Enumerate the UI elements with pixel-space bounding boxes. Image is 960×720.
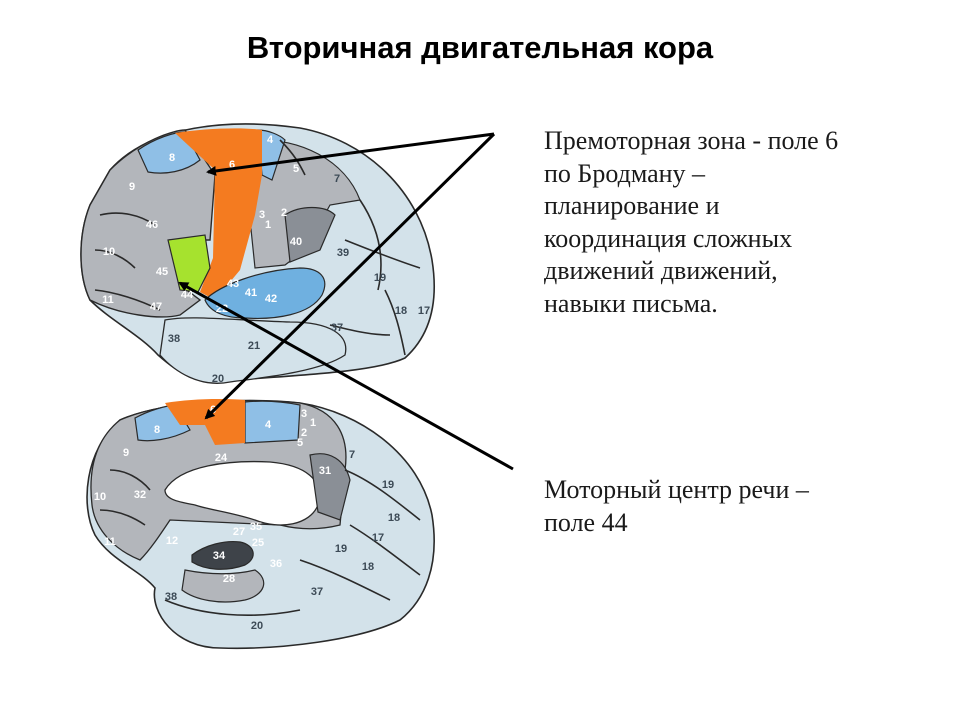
area-label: 2 bbox=[281, 207, 287, 219]
area-label: 8 bbox=[154, 424, 160, 436]
lateral-sulcus-line bbox=[344, 239, 421, 269]
lateral-brain-view: 8 4 9 6 5 7 3 1 2 46 40 39 10 43 41 42 4… bbox=[80, 123, 435, 385]
area-label: 20 bbox=[212, 373, 224, 385]
area-label: 9 bbox=[129, 181, 135, 193]
area-label: 36 bbox=[270, 558, 282, 570]
medial-area-34 bbox=[191, 540, 254, 570]
area-label: 3 bbox=[301, 408, 307, 420]
area-label: 7 bbox=[334, 173, 340, 185]
medial-area-28 bbox=[181, 569, 265, 603]
area-label: 37 bbox=[331, 322, 343, 334]
area-label: 19 bbox=[374, 272, 386, 284]
area-label: 27 bbox=[233, 526, 245, 538]
area-label: 1 bbox=[265, 219, 271, 231]
area-label: 18 bbox=[395, 305, 407, 317]
arrow-speech-center bbox=[178, 281, 514, 471]
area-label: 21 bbox=[248, 340, 260, 352]
area-label: 19 bbox=[335, 543, 347, 555]
lateral-sulcus-line bbox=[359, 199, 382, 291]
slide-title: Вторичная двигательная кора bbox=[246, 30, 714, 65]
area-label: 4 bbox=[265, 419, 272, 431]
area-label: 8 bbox=[169, 152, 175, 164]
lateral-area-4 bbox=[257, 129, 286, 181]
corpus-callosum bbox=[164, 460, 320, 526]
area-label: 37 bbox=[311, 586, 323, 598]
area-label: 39 bbox=[337, 247, 349, 259]
area-label: 10 bbox=[94, 491, 106, 503]
area-label: 6 bbox=[229, 159, 235, 171]
area-label: 41 bbox=[245, 287, 257, 299]
area-label: 35 bbox=[250, 521, 262, 533]
area-label: 18 bbox=[388, 512, 400, 524]
lateral-temporal-region bbox=[159, 317, 347, 384]
area-label: 18 bbox=[362, 561, 374, 573]
area-label: 23 bbox=[286, 471, 298, 483]
lateral-area-40 bbox=[284, 206, 336, 263]
arrow-premotor-lateral bbox=[206, 132, 495, 176]
lateral-area-41-42 bbox=[204, 267, 326, 319]
area-label: 44 bbox=[181, 289, 194, 301]
lateral-area-8 bbox=[137, 131, 201, 174]
lateral-sulcus-line bbox=[329, 324, 391, 336]
area-label: 24 bbox=[215, 452, 228, 464]
lateral-sulcus-line bbox=[94, 249, 136, 269]
area-label: 11 bbox=[102, 294, 114, 306]
medial-brain-view: 6 8 4 3 1 2 5 9 24 23 31 7 10 32 33 26 1… bbox=[86, 399, 435, 650]
area-label: 17 bbox=[372, 532, 384, 544]
area-label: 5 bbox=[297, 437, 303, 449]
premotor-description: Премоторная зона - поле 6 по Бродману – … bbox=[544, 126, 839, 318]
area-label: 33 bbox=[199, 488, 211, 500]
area-label: 10 bbox=[103, 246, 115, 258]
lateral-sulcus-line bbox=[94, 289, 161, 311]
lateral-frontal-region bbox=[80, 129, 216, 318]
medial-sulcus-line bbox=[109, 469, 151, 491]
area-label: 31 bbox=[319, 465, 331, 477]
area-label: 40 bbox=[290, 236, 302, 248]
medial-sulcus-line bbox=[344, 469, 421, 521]
area-label: 3 bbox=[259, 209, 265, 221]
speech-center-description: Моторный центр речи – поле 44 bbox=[544, 475, 809, 537]
medial-sulcus-line bbox=[99, 509, 146, 526]
area-label: 11 bbox=[104, 536, 116, 548]
lateral-sulcus-line bbox=[99, 212, 156, 226]
area-label: 1 bbox=[310, 417, 316, 429]
premotor-area-6-medial bbox=[165, 399, 245, 445]
medial-sulcus-line bbox=[349, 524, 421, 576]
area-label: 7 bbox=[349, 449, 355, 461]
area-label: 32 bbox=[134, 489, 146, 501]
area-label: 2 bbox=[301, 427, 307, 439]
arrow-premotor-medial bbox=[204, 132, 496, 420]
area-label: 19 bbox=[382, 479, 394, 491]
lateral-sulcus-line bbox=[384, 289, 406, 356]
premotor-area-6 bbox=[175, 128, 262, 300]
medial-area-31 bbox=[309, 453, 351, 521]
area-label: 42 bbox=[265, 293, 277, 305]
medial-area-4 bbox=[244, 400, 301, 444]
area-label: 28 bbox=[223, 573, 235, 585]
area-label: 5 bbox=[293, 163, 299, 175]
area-label: 12 bbox=[166, 535, 178, 547]
area-label: 45 bbox=[156, 266, 168, 278]
area-label: 47 bbox=[150, 301, 162, 313]
area-label: 46 bbox=[146, 219, 158, 231]
area-label: 17 bbox=[418, 305, 430, 317]
area-label: 38 bbox=[168, 333, 180, 345]
lateral-area-labels: 8 4 9 6 5 7 3 1 2 46 40 39 10 43 41 42 4… bbox=[102, 134, 430, 385]
speech-area-44 bbox=[167, 234, 211, 293]
area-label: 26 bbox=[257, 489, 269, 501]
area-label: 38 bbox=[165, 591, 177, 603]
area-label: 20 bbox=[251, 620, 263, 632]
area-label: 4 bbox=[267, 134, 274, 146]
medial-sulcus-line bbox=[299, 559, 391, 601]
area-label: 43 bbox=[227, 278, 239, 290]
area-label: 9 bbox=[123, 447, 129, 459]
medial-sulcus-line bbox=[164, 599, 301, 616]
area-label: 25 bbox=[252, 537, 264, 549]
area-label: 34 bbox=[213, 550, 226, 562]
